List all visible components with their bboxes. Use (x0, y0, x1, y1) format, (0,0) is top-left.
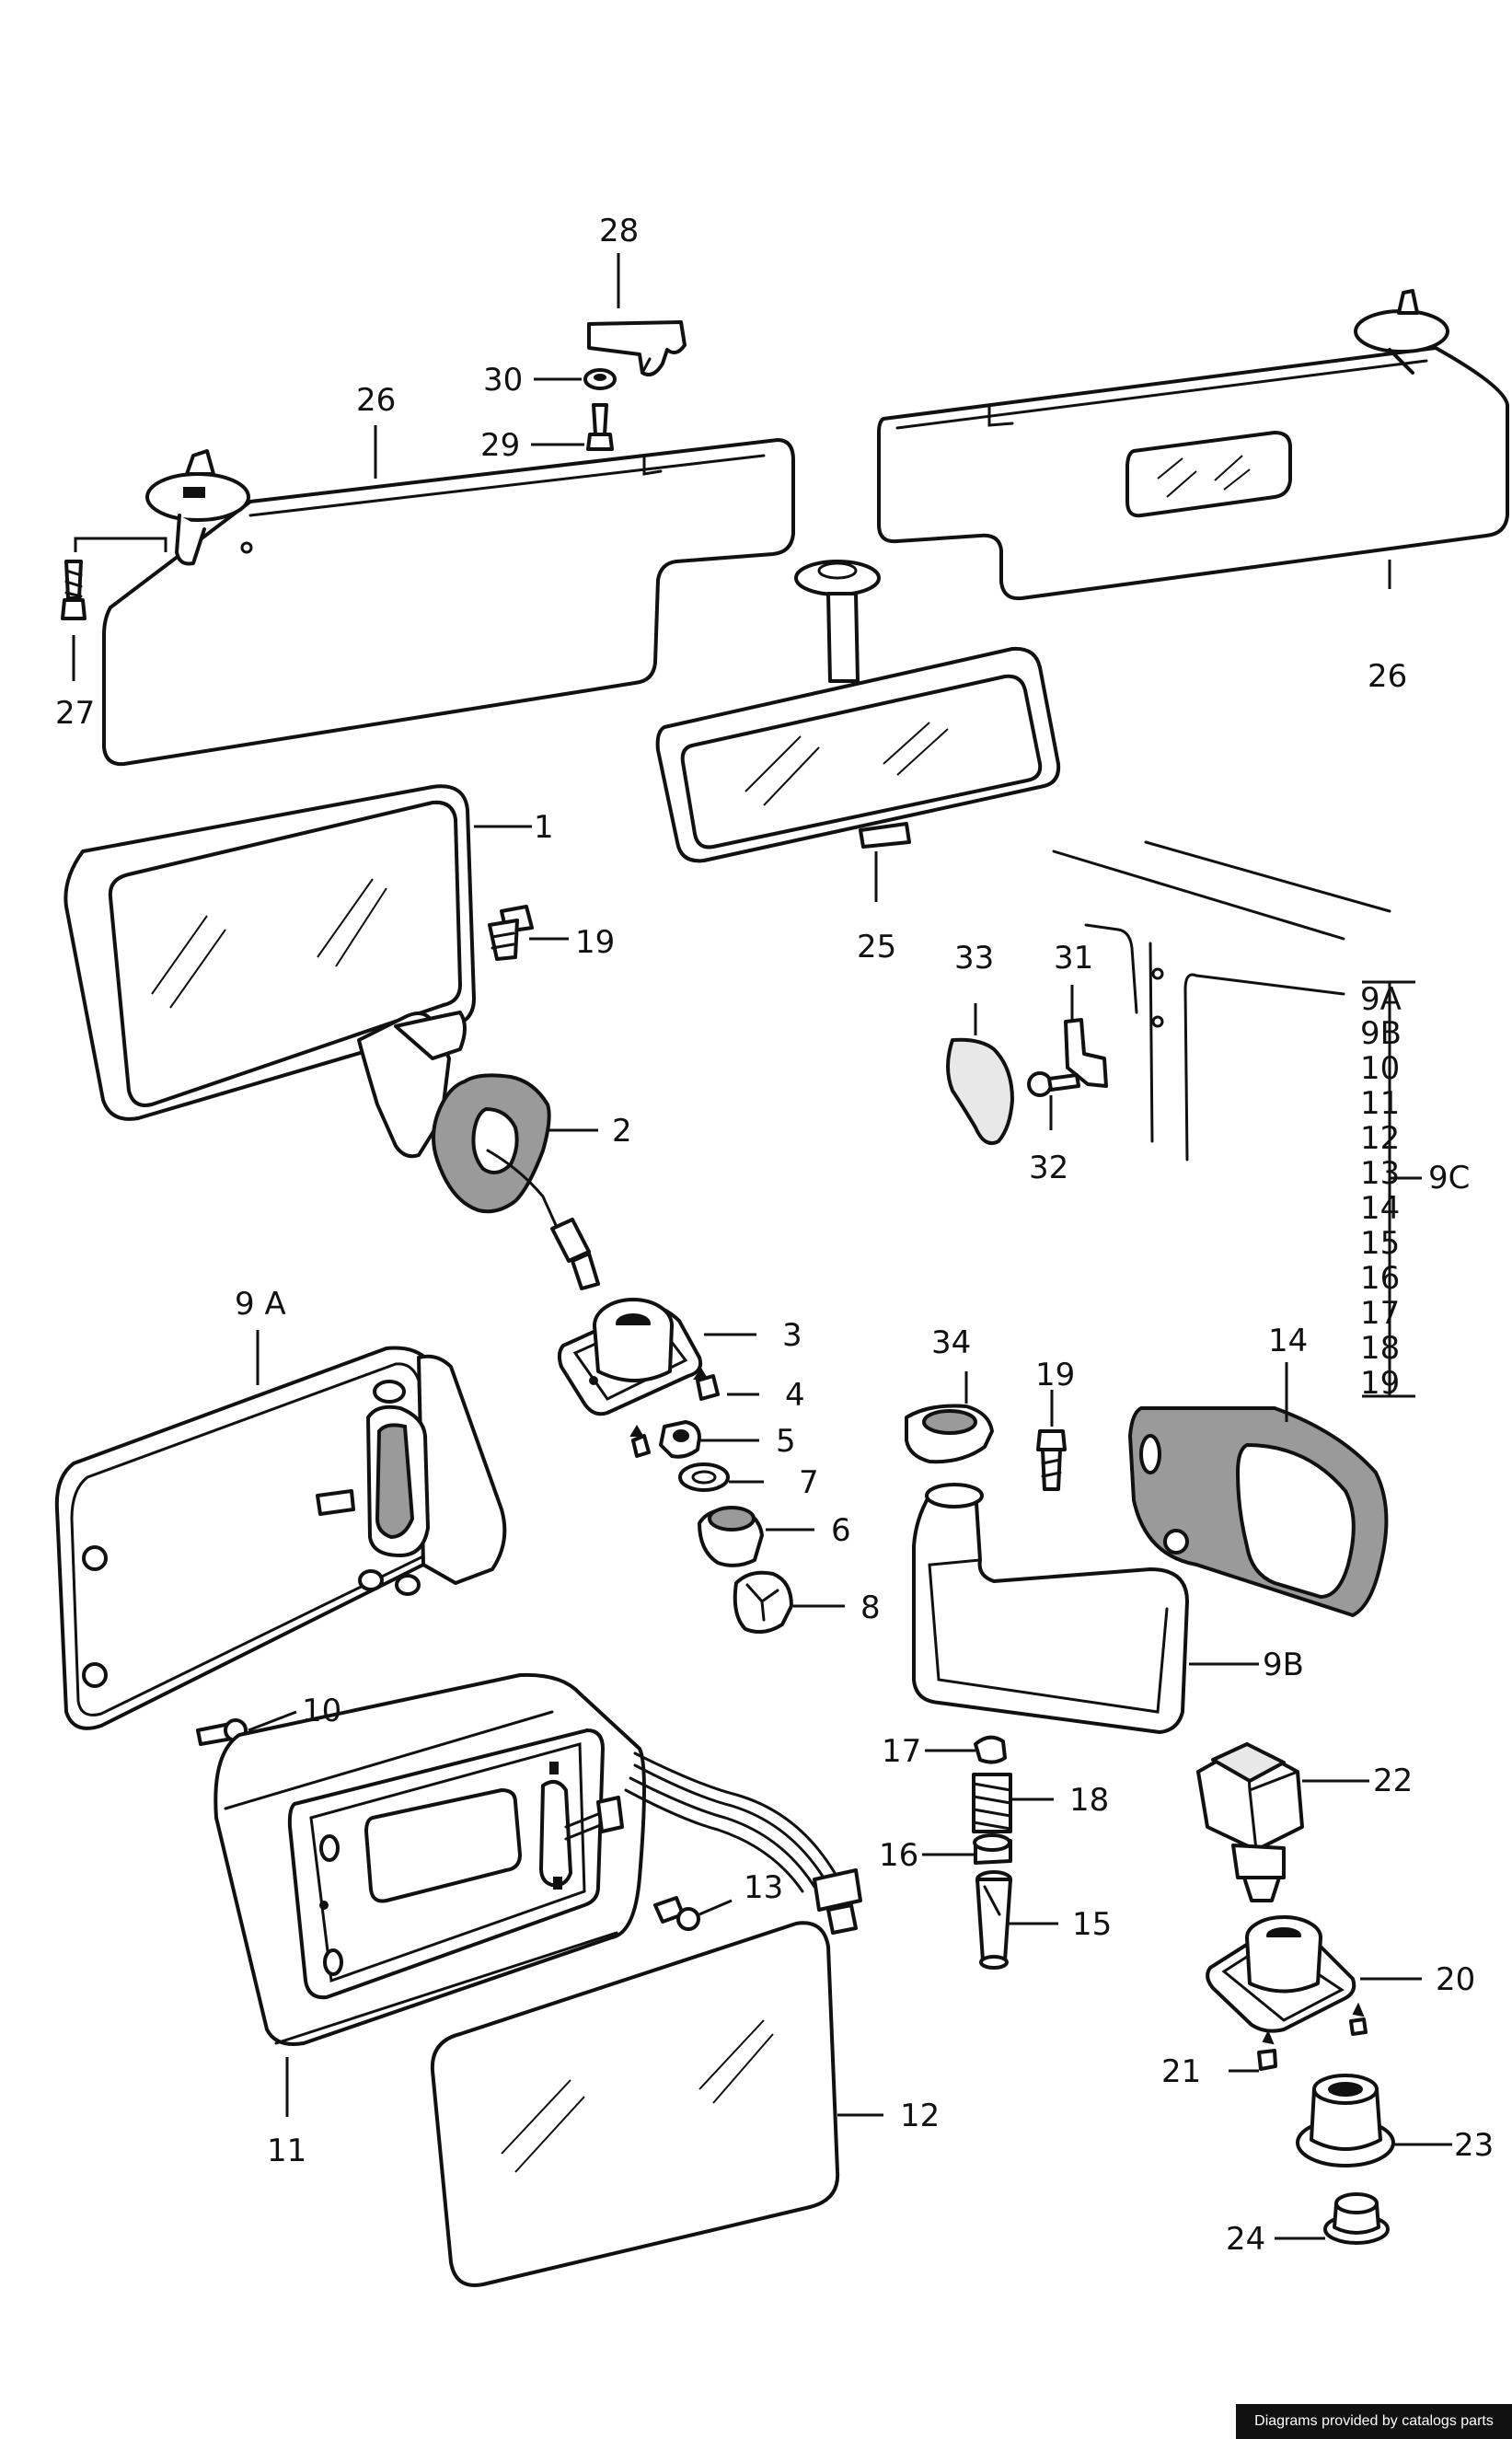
bracket-9b (912, 1483, 1189, 1734)
exterior-mirror-1 (63, 784, 476, 1159)
screw-4 (696, 1374, 720, 1401)
label-25: 25 (857, 929, 896, 965)
legend-item: 17 (1360, 1295, 1400, 1332)
label-26-left: 26 (356, 382, 396, 419)
label-1: 1 (534, 809, 554, 846)
base-20 (1206, 1915, 1356, 2033)
label-3: 3 (782, 1317, 802, 1354)
legend-item: 10 (1360, 1050, 1400, 1087)
legend-item: 16 (1360, 1260, 1400, 1297)
bracket-31 (1064, 1018, 1108, 1088)
legend-item: 18 (1360, 1330, 1400, 1367)
label-9b: 9B (1263, 1647, 1304, 1683)
label-14: 14 (1268, 1323, 1308, 1359)
part-labels: 28 30 29 26 27 26 25 1 19 2 3 4 5 7 6 8 … (55, 213, 1494, 2258)
label-9a: 9 A (235, 1286, 286, 1323)
legend-item: 11 (1360, 1085, 1400, 1122)
label-6: 6 (831, 1512, 851, 1549)
plug-24 (1323, 2192, 1390, 2245)
legend-item: 14 (1360, 1190, 1400, 1227)
label-27: 27 (55, 695, 95, 732)
screw-21 (1257, 2002, 1368, 2071)
clip-17 (974, 1735, 1007, 1764)
cap-8 (733, 1570, 793, 1635)
bolt-19-lower (1036, 1429, 1067, 1491)
pin-15 (975, 1870, 1012, 1970)
washer-7 (678, 1462, 730, 1492)
label-11: 11 (267, 2133, 306, 2169)
legend-item: 15 (1360, 1225, 1400, 1262)
label-5: 5 (776, 1423, 796, 1460)
gasket-2 (432, 1073, 600, 1290)
credit-footer: Diagrams provided by catalogs parts (1236, 2404, 1512, 2439)
switch-22 (1196, 1742, 1304, 1902)
clip-28 (587, 320, 687, 376)
label-29: 29 (480, 427, 520, 464)
screw-32 (1027, 1071, 1080, 1097)
legend-item: 9B (1360, 1015, 1402, 1052)
legend-item: 19 (1360, 1365, 1400, 1402)
label-26-right: 26 (1368, 658, 1407, 695)
label-7: 7 (799, 1464, 819, 1501)
grommet-34 (905, 1404, 994, 1464)
label-24: 24 (1226, 2221, 1265, 2258)
ring-6 (698, 1506, 764, 1567)
washer-16 (973, 1833, 1012, 1865)
interior-mirror-25 (655, 560, 1061, 863)
screw-27 (61, 560, 87, 620)
label-31: 31 (1054, 940, 1093, 977)
cap-33 (946, 1037, 1014, 1146)
label-21: 21 (1161, 2053, 1201, 2090)
label-28: 28 (599, 213, 639, 249)
label-13: 13 (744, 1869, 783, 1906)
label-19-upper: 19 (575, 924, 615, 961)
grommet-23 (1296, 2074, 1395, 2167)
label-10: 10 (302, 1693, 341, 1729)
screw-29 (586, 403, 614, 451)
label-23: 23 (1454, 2127, 1494, 2164)
legend-item: 9A (1360, 981, 1402, 1018)
windshield-frame (1052, 840, 1391, 1162)
label-4: 4 (785, 1377, 805, 1414)
label-17: 17 (882, 1733, 921, 1770)
sun-visor-left (102, 438, 795, 767)
label-12: 12 (900, 2098, 940, 2134)
screw-13 (653, 1896, 700, 1931)
label-33: 33 (954, 940, 994, 977)
housing-11 (214, 1672, 862, 2046)
label-34: 34 (931, 1324, 971, 1361)
label-8: 8 (860, 1589, 881, 1626)
label-18: 18 (1069, 1782, 1109, 1819)
base-3 (557, 1298, 703, 1416)
label-15: 15 (1072, 1906, 1112, 1943)
label-20: 20 (1436, 1961, 1475, 1998)
label-2: 2 (612, 1113, 632, 1150)
label-19-lower: 19 (1035, 1357, 1075, 1393)
label-22: 22 (1373, 1763, 1413, 1799)
leader-lines (72, 253, 1452, 2240)
legend-item: 12 (1360, 1120, 1400, 1157)
legend-9c: 9A 9B 10 11 12 13 14 15 16 17 18 19 9C (1360, 981, 1470, 1402)
label-16: 16 (879, 1837, 918, 1874)
nut-5 (659, 1420, 701, 1459)
mirror-glass-12 (430, 1921, 840, 2287)
spring-18 (972, 1773, 1012, 1833)
legend-item: 13 (1360, 1155, 1400, 1192)
label-32: 32 (1029, 1150, 1068, 1186)
label-30: 30 (483, 362, 523, 399)
bolt-19-upper (488, 905, 534, 961)
housing-9a (54, 1346, 507, 1730)
gasket-14 (1127, 1406, 1389, 1618)
legend-group-label: 9C (1428, 1160, 1470, 1196)
sun-visor-right (877, 289, 1509, 601)
